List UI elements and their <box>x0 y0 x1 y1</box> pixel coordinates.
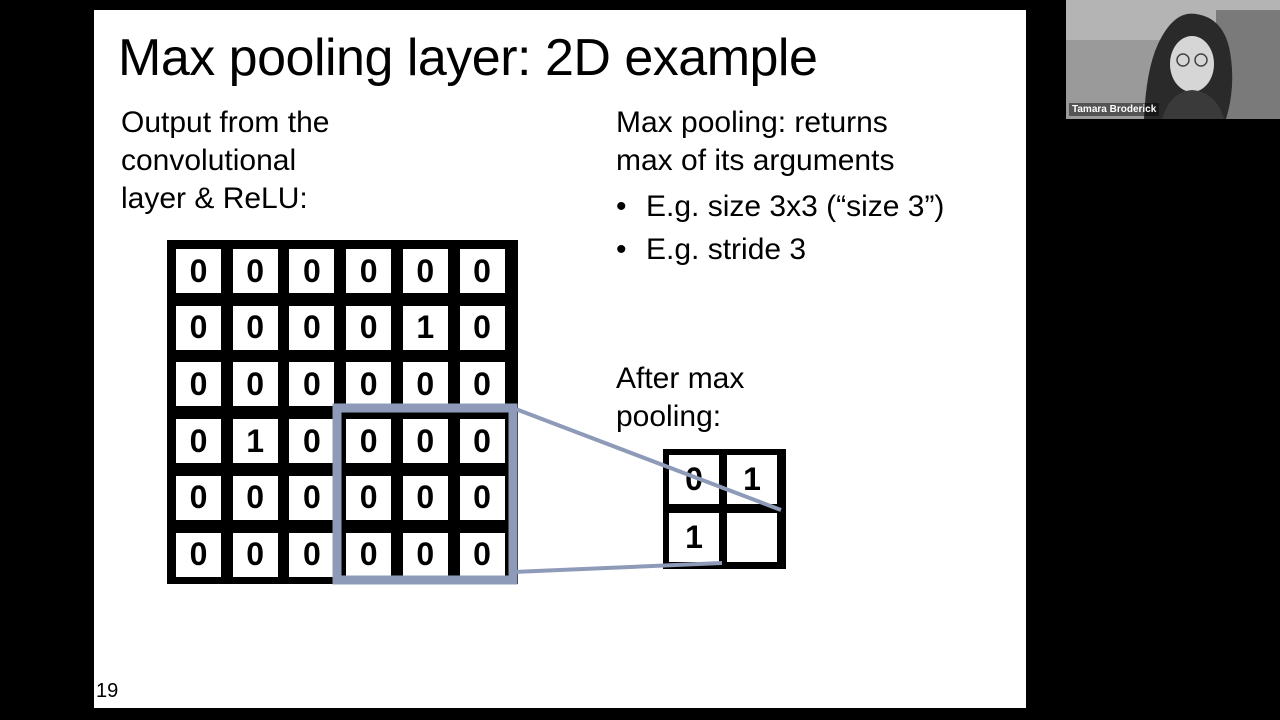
after-pooling-label-line: pooling: <box>616 400 722 433</box>
bullet-text: E.g. size 3x3 (“size 3”) <box>646 190 945 223</box>
input-description-line: layer & ReLU: <box>121 182 308 215</box>
input-matrix-cell: 0 <box>402 475 448 520</box>
input-matrix-cell: 0 <box>346 362 392 407</box>
input-matrix-cell: 0 <box>176 305 221 350</box>
input-matrix-cell: 0 <box>459 419 505 464</box>
bullet-item: • E.g. stride 3 <box>616 231 944 274</box>
input-matrix-cell: 0 <box>232 249 278 293</box>
max-pooling-description-line: Max pooling: returns <box>616 106 888 139</box>
input-matrix-cell: 0 <box>176 362 221 407</box>
input-matrix-cell: 0 <box>402 362 448 407</box>
max-pooling-description: Max pooling: returns max of its argument… <box>616 104 894 180</box>
bullet-list: • E.g. size 3x3 (“size 3”) • E.g. stride… <box>616 188 944 274</box>
input-matrix-cell: 0 <box>232 305 278 350</box>
input-matrix-cell: 0 <box>402 532 448 577</box>
input-matrix-cell: 0 <box>232 532 278 577</box>
input-matrix-cell: 0 <box>289 419 335 464</box>
output-matrix-cell <box>727 513 777 562</box>
participant-video <box>1066 0 1280 119</box>
max-pooling-description-line: max of its arguments <box>616 144 895 177</box>
input-matrix-cell: 0 <box>346 305 392 350</box>
input-matrix-cell: 0 <box>176 249 221 293</box>
slide-title: Max pooling layer: 2D example <box>118 29 818 87</box>
input-matrix-cell: 0 <box>289 249 335 293</box>
input-matrix-cell: 0 <box>459 475 505 520</box>
input-matrix-cell: 0 <box>459 249 505 293</box>
input-matrix-cell: 0 <box>176 475 221 520</box>
input-matrix-cell: 0 <box>346 249 392 293</box>
input-matrix-cell: 1 <box>232 419 278 464</box>
output-matrix-cell: 0 <box>669 455 719 504</box>
input-matrix-cell: 0 <box>346 475 392 520</box>
input-matrix-cell: 0 <box>459 532 505 577</box>
bullet-dot: • <box>616 233 627 266</box>
output-matrix-cell: 1 <box>669 513 719 562</box>
input-description-line: convolutional <box>121 144 297 177</box>
input-matrix-cell: 0 <box>289 362 335 407</box>
input-matrix-cell: 1 <box>402 305 448 350</box>
after-pooling-label: After max pooling: <box>616 360 744 436</box>
input-matrix-cell: 0 <box>176 532 221 577</box>
after-pooling-label-line: After max <box>616 362 745 395</box>
input-matrix-cell: 0 <box>346 532 392 577</box>
output-matrix-cell: 1 <box>727 455 777 504</box>
input-matrix-cell: 0 <box>402 419 448 464</box>
input-matrix-cell: 0 <box>176 419 221 464</box>
bullet-dot: • <box>616 190 627 223</box>
webcam-tile: Tamara Broderick <box>1066 0 1280 119</box>
input-matrix-cell: 0 <box>459 362 505 407</box>
input-matrix-cell: 0 <box>346 419 392 464</box>
input-matrix-cell: 0 <box>289 475 335 520</box>
bullet-text: E.g. stride 3 <box>646 233 807 266</box>
input-description-line: Output from the <box>121 106 330 139</box>
input-matrix-cell: 0 <box>232 475 278 520</box>
input-matrix-cell: 0 <box>289 532 335 577</box>
input-matrix-cell: 0 <box>232 362 278 407</box>
slide: Max pooling layer: 2D example Output fro… <box>94 10 1026 708</box>
participant-name: Tamara Broderick <box>1069 103 1160 116</box>
input-matrix-cell: 0 <box>402 249 448 293</box>
input-description: Output from the convolutional layer & Re… <box>121 104 329 218</box>
input-matrix-cell: 0 <box>289 305 335 350</box>
input-matrix-cell: 0 <box>459 305 505 350</box>
page-number: 19 <box>96 680 119 702</box>
bullet-item: • E.g. size 3x3 (“size 3”) <box>616 188 944 231</box>
